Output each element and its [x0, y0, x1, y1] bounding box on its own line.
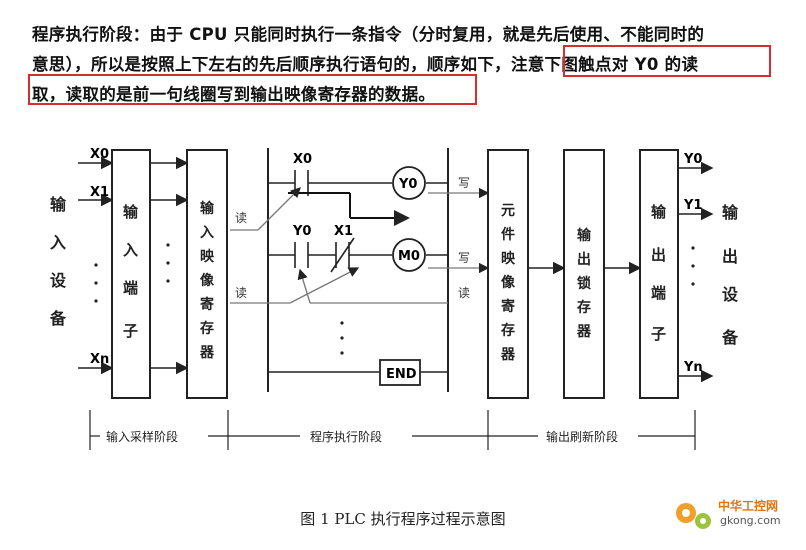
- highlight-box-top: [563, 45, 771, 77]
- phase-input-sampling: 输入采样阶段: [106, 429, 178, 444]
- output-latch-box: [563, 149, 605, 399]
- figure-caption: 图 1 PLC 执行程序过程示意图: [300, 510, 506, 528]
- input-device-label: 输入设备: [49, 195, 67, 328]
- read-label-1: 读: [235, 211, 247, 225]
- element-image-register-box: [487, 149, 529, 399]
- input-x0-label: X0: [90, 147, 109, 162]
- watermark-url: gkong.com: [720, 514, 781, 527]
- coil-m0-label: M0: [398, 249, 420, 264]
- input-xn-label: Xn: [90, 352, 109, 367]
- input-terminal-box: [111, 149, 151, 399]
- contact-y0-label: Y0: [292, 224, 311, 239]
- coil-y0: [392, 166, 426, 200]
- input-dots: [94, 263, 98, 303]
- output-latch-label: 输出锁存器: [576, 227, 592, 340]
- read-label-3: 读: [458, 286, 470, 300]
- gear-icon: [676, 503, 711, 529]
- coil-m0: [392, 238, 426, 272]
- input-x1-label: X1: [90, 185, 109, 200]
- watermark-logo: 中华工控网 gkong.com: [670, 495, 800, 535]
- watermark-site: 中华工控网: [718, 499, 779, 513]
- paragraph-line-3: 取，读取的是前一句线圈写到输出映像寄存器的数据。: [32, 85, 436, 104]
- read-order-arrow: [288, 192, 410, 226]
- phase-program-execution: 程序执行阶段: [310, 429, 382, 444]
- terminal-dots: [166, 243, 170, 283]
- write-label-1: 写: [458, 176, 470, 190]
- input-image-register-box: [186, 149, 228, 399]
- paragraph-highlight-text: 注意下图触点对 Y0 的读: [510, 55, 699, 74]
- input-terminal-label: 输入端子: [123, 203, 139, 340]
- element-image-register-label: 元件映像寄存器: [500, 203, 516, 363]
- end-instruction-box: [379, 359, 421, 386]
- description-paragraph: 程序执行阶段：由于 CPU 只能同时执行一条指令（分时复用，就是先后使用、不能同…: [32, 20, 792, 110]
- read-label-2: 读: [235, 286, 247, 300]
- phase-output-refresh: 输出刷新阶段: [546, 429, 618, 444]
- write-label-2: 写: [458, 251, 470, 265]
- coil-y0-label: Y0: [398, 177, 417, 192]
- output-yn-label: Yn: [683, 360, 703, 375]
- paragraph-line-1: 程序执行阶段：由于 CPU 只能同时执行一条指令（分时复用，就是先后使用、不能同…: [32, 25, 705, 44]
- output-device-label: 输出设备: [721, 203, 739, 347]
- input-image-register-label: 输入映像寄存器: [199, 200, 215, 361]
- paragraph-line-2: 意思），所以是按照上下左右的先后顺序执行语句的，顺序如下，: [32, 55, 511, 74]
- output-terminal-box: [639, 149, 679, 399]
- end-label: END: [386, 367, 417, 382]
- output-y0-label: Y0: [683, 152, 702, 167]
- output-y1-label: Y1: [683, 198, 702, 213]
- output-terminal-label: 输出端子: [651, 203, 667, 343]
- contact-x0-label: X0: [293, 152, 312, 167]
- ladder-dots: [340, 321, 344, 355]
- contact-x1-label: X1: [334, 224, 353, 239]
- highlight-box-bottom: [28, 74, 477, 105]
- output-dots: [691, 246, 695, 286]
